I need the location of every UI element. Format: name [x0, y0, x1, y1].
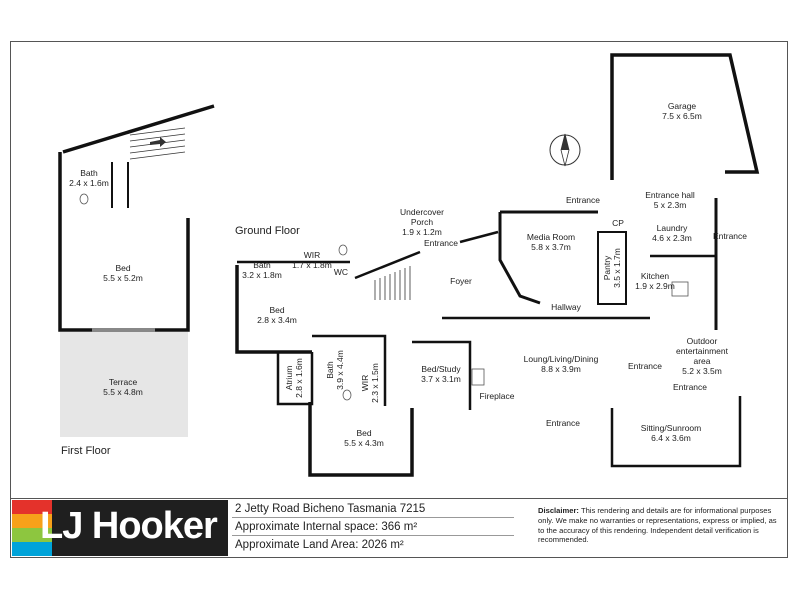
land-area: Approximate Land Area: 2026 m² — [235, 539, 404, 551]
garage-walls — [610, 53, 760, 180]
ground-floor-heading: Ground Floor — [235, 225, 300, 237]
gf-inner-wall — [312, 334, 387, 406]
stove-icon — [671, 281, 689, 297]
porch-wall — [354, 250, 421, 280]
porch-wall-2 — [459, 230, 499, 244]
compass-icon — [549, 133, 581, 167]
entrance-label-living: Entrance — [627, 361, 663, 371]
entrance-label-garage: Entrance — [565, 195, 601, 205]
stair-arrow-icon — [150, 137, 166, 147]
disclaimer-text: This rendering and details are for infor… — [538, 506, 777, 545]
property-address: 2 Jetty Road Bicheno Tasmania 7215 — [232, 500, 514, 518]
gf-stairs — [374, 266, 411, 300]
bath-toilet-icon — [342, 389, 352, 401]
ff-toilet-icon — [79, 193, 89, 205]
entrance-label-laundry: Entrance — [712, 231, 748, 241]
fireplace-icon — [471, 368, 485, 386]
room-wc: WC — [333, 267, 349, 277]
gf-toilet-icon — [338, 244, 348, 256]
brand-stripe — [12, 500, 52, 556]
entrance-label-porch: Entrance — [423, 238, 459, 248]
plan-frame — [10, 41, 788, 558]
brand-wordmark: LJ Hooker — [40, 505, 218, 547]
brand-logo: LJ Hooker — [12, 500, 228, 556]
room-foyer: Foyer — [450, 276, 472, 286]
room-hallway: Hallway — [551, 302, 581, 312]
room-cp: CP — [612, 218, 624, 228]
pantry-box — [597, 231, 627, 305]
ff-top-wall — [62, 104, 215, 154]
entrance-label-sitting: Entrance — [545, 418, 581, 428]
first-floor-heading: First Floor — [61, 445, 111, 457]
ff-stairs — [129, 127, 186, 160]
media-walls — [498, 212, 541, 305]
footer-bar — [10, 498, 788, 559]
internal-space: Approximate Internal space: 366 m² — [232, 518, 514, 536]
gf-west-walls — [235, 265, 312, 354]
entrance-label-outdoor: Entrance — [672, 382, 708, 392]
fireplace-label: Fireplace — [479, 391, 515, 401]
disclaimer-title: Disclaimer: — [538, 506, 579, 515]
atrium-walls — [276, 352, 314, 406]
terrace-area — [60, 332, 188, 437]
kitchen-walls — [650, 254, 718, 318]
property-info: 2 Jetty Road Bicheno Tasmania 7215 Appro… — [232, 500, 514, 554]
gf-bed2-walls — [308, 402, 414, 477]
sitting-walls — [610, 396, 742, 468]
bed-study-walls — [412, 340, 472, 410]
disclaimer: Disclaimer: This rendering and details a… — [538, 506, 778, 545]
